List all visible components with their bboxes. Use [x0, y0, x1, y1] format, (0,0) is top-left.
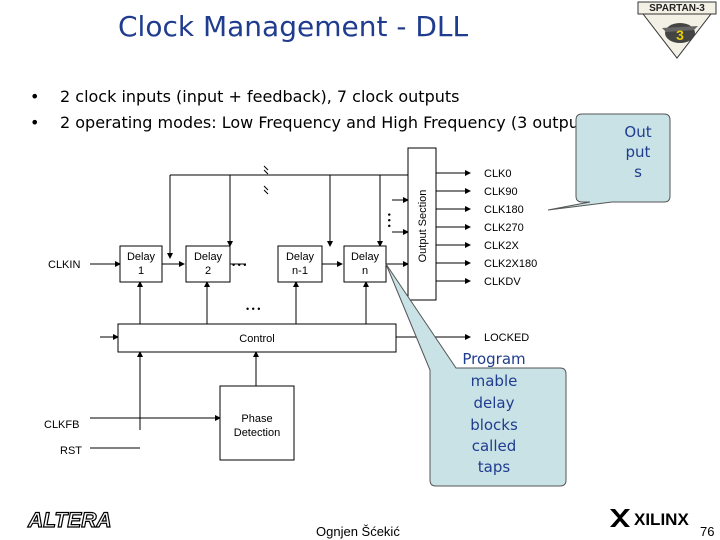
delay-index: n — [362, 265, 368, 277]
footer-author: Ognjen Šćekić — [316, 524, 400, 539]
output-label: CLK180 — [484, 204, 524, 216]
page-number: 76 — [700, 524, 715, 539]
ellipsis-dots: • • • — [246, 304, 260, 314]
callout-line: mable — [471, 372, 518, 390]
output-label: CLK270 — [484, 222, 524, 234]
spartan-logo-text: SPARTAN-3 — [649, 3, 705, 14]
delay-label: Delay — [194, 251, 223, 263]
clkin-label: CLKIN — [48, 259, 80, 271]
bullet-item: • 2 operating modes: Low Frequency and H… — [30, 112, 669, 138]
delay-index: 2 — [205, 265, 211, 277]
control-block: Control — [117, 323, 397, 353]
xilinx-logo: XILINX — [610, 509, 689, 529]
bullet-dot: • — [30, 87, 40, 106]
locked-label: LOCKED — [484, 332, 529, 344]
output-section-block: Output Section — [407, 147, 437, 301]
callout-line: Out — [624, 123, 651, 141]
altera-logo-text: ALTERA — [27, 509, 112, 531]
xilinx-logo-text: XILINX — [634, 510, 689, 529]
delay-block-n: Delay n — [343, 245, 387, 283]
delay-index: 1 — [138, 265, 144, 277]
control-label: Control — [239, 333, 274, 345]
bullet-list: • 2 clock inputs (input + feedback), 7 c… — [30, 86, 669, 138]
bullet-dot: • — [30, 113, 40, 132]
bullet-text: 2 operating modes: Low Frequency and Hig… — [60, 113, 670, 132]
delay-block-n-1: Delay n-1 — [277, 245, 323, 283]
callout-line: Program — [462, 350, 525, 368]
delay-block-1: Delay 1 — [119, 245, 163, 283]
delay-block-2: Delay 2 — [185, 245, 231, 283]
phase-label: Phase — [241, 413, 272, 425]
detection-label: Detection — [234, 427, 280, 439]
delay-label: Delay — [286, 251, 315, 263]
altera-logo: ALTERA — [26, 508, 112, 531]
callout-line: taps — [478, 458, 511, 476]
output-label: CLK0 — [484, 168, 512, 180]
output-label: CLK2X180 — [484, 258, 537, 270]
svg-text:3: 3 — [676, 27, 684, 43]
slide-title: Clock Management - DLL — [118, 10, 469, 43]
delay-label: Delay — [127, 251, 156, 263]
output-label: CLK2X — [484, 240, 520, 252]
callout-line: put — [626, 143, 651, 161]
clkfb-label: CLKFB — [44, 419, 79, 431]
bullet-item: • 2 clock inputs (input + feedback), 7 c… — [30, 86, 669, 112]
spartan-3-logo: SPARTAN-3 3 — [637, 1, 717, 59]
delay-label: Delay — [351, 251, 380, 263]
outputs-callout: Out put s — [547, 113, 671, 211]
ellipsis-dots: • • • — [384, 213, 394, 227]
taps-callout: Program mable delay blocks called taps — [385, 263, 567, 487]
rst-label: RST — [60, 445, 82, 457]
callout-line: delay — [474, 394, 515, 412]
output-label: CLKDV — [484, 276, 521, 288]
callout-line: called — [472, 437, 517, 455]
bullet-text: 2 clock inputs (input + feedback), 7 clo… — [60, 87, 460, 106]
ellipsis-dots: • • • — [232, 260, 246, 270]
output-section-label: Output Section — [417, 190, 429, 263]
callout-line: s — [634, 163, 642, 181]
delay-index: n-1 — [292, 265, 308, 277]
phase-detection-block: Phase Detection — [219, 385, 295, 461]
callout-line: blocks — [470, 416, 518, 434]
output-label: CLK90 — [484, 186, 518, 198]
